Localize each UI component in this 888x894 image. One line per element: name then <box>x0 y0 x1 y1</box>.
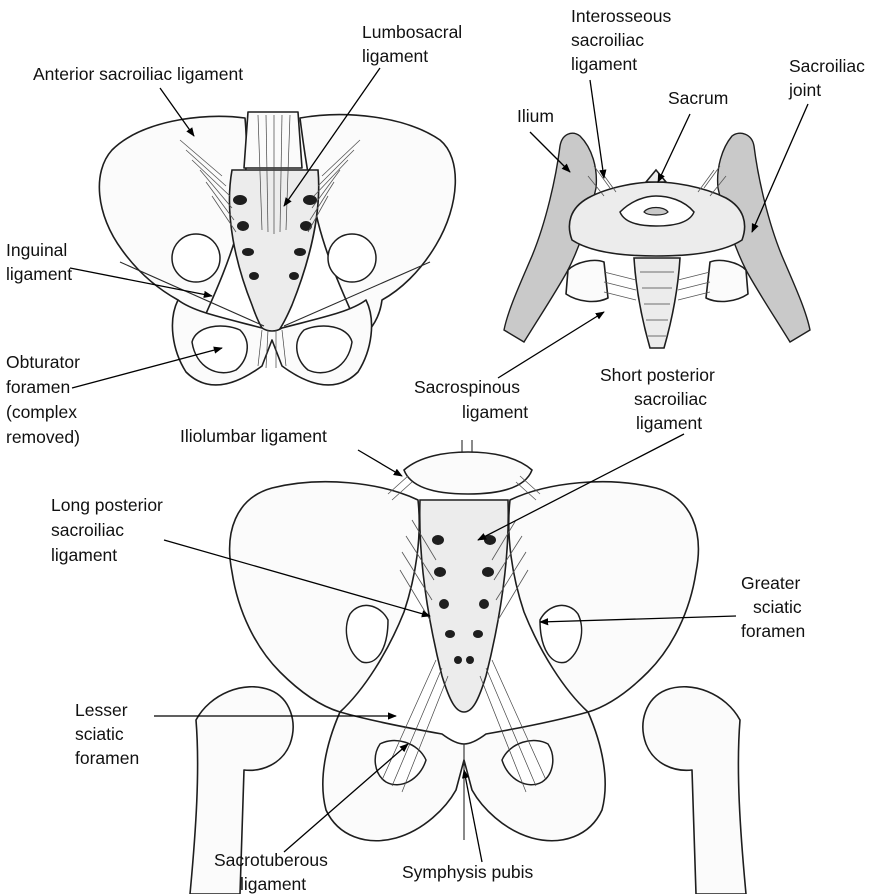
svg-text:Sacrospinous: Sacrospinous <box>414 377 520 397</box>
svg-text:Inguinal: Inguinal <box>6 240 67 260</box>
label-greater-sciatic-foramen: Greater sciatic foramen <box>741 573 805 641</box>
svg-text:ligament: ligament <box>462 402 528 422</box>
svg-text:sciatic: sciatic <box>75 724 124 744</box>
label-sacrospinous-ligament: Sacrospinous ligament <box>414 377 528 422</box>
svg-text:foramen: foramen <box>741 621 805 641</box>
svg-text:joint: joint <box>788 80 821 100</box>
svg-text:foramen: foramen <box>75 748 139 768</box>
sacroiliac-section-drawing <box>504 133 810 348</box>
svg-text:Sacroiliac: Sacroiliac <box>789 56 865 76</box>
svg-text:sciatic: sciatic <box>753 597 802 617</box>
svg-text:Sacrum: Sacrum <box>668 88 728 108</box>
label-symphysis-pubis: Symphysis pubis <box>402 862 534 882</box>
svg-text:removed): removed) <box>6 427 80 447</box>
svg-text:Lumbosacral: Lumbosacral <box>362 22 462 42</box>
label-iliolumbar-ligament: Iliolumbar ligament <box>180 426 327 446</box>
svg-text:Ilium: Ilium <box>517 106 554 126</box>
svg-text:Obturator: Obturator <box>6 352 80 372</box>
label-long-posterior-sacroiliac-ligament: Long posterior sacroiliac ligament <box>51 495 163 565</box>
svg-text:sacroiliac: sacroiliac <box>51 520 124 540</box>
posterior-pelvis-drawing <box>190 440 746 894</box>
label-obturator-foramen: Obturator foramen (complex removed) <box>6 352 80 447</box>
svg-text:sacroiliac: sacroiliac <box>634 389 707 409</box>
svg-text:foramen: foramen <box>6 377 70 397</box>
svg-text:Greater: Greater <box>741 573 800 593</box>
label-short-posterior-sacroiliac-ligament: Short posterior sacroiliac ligament <box>600 365 715 433</box>
label-sacrum: Sacrum <box>668 88 728 108</box>
svg-text:Sacrotuberous: Sacrotuberous <box>214 850 328 870</box>
svg-text:Iliolumbar ligament: Iliolumbar ligament <box>180 426 327 446</box>
svg-text:Interosseous: Interosseous <box>571 6 671 26</box>
anterior-pelvis-drawing <box>99 112 455 385</box>
label-anterior-sacroiliac-ligament: Anterior sacroiliac ligament <box>33 64 243 84</box>
label-lesser-sciatic-foramen: Lesser sciatic foramen <box>75 700 139 768</box>
arrow-sacroiliac-joint <box>752 104 808 232</box>
svg-text:ligament: ligament <box>6 264 72 284</box>
label-sacroiliac-joint: Sacroiliac joint <box>788 56 865 100</box>
label-ilium: Ilium <box>517 106 554 126</box>
label-inguinal-ligament: Inguinal ligament <box>6 240 72 284</box>
svg-text:ligament: ligament <box>240 874 306 894</box>
svg-text:Lesser: Lesser <box>75 700 128 720</box>
svg-text:Symphysis pubis: Symphysis pubis <box>402 862 534 882</box>
svg-text:(complex: (complex <box>6 402 77 422</box>
svg-text:ligament: ligament <box>362 46 428 66</box>
svg-text:Anterior sacroiliac ligament: Anterior sacroiliac ligament <box>33 64 243 84</box>
svg-text:ligament: ligament <box>636 413 702 433</box>
label-lumbosacral-ligament: Lumbosacral ligament <box>362 22 462 66</box>
svg-text:Short posterior: Short posterior <box>600 365 715 385</box>
svg-text:ligament: ligament <box>571 54 637 74</box>
arrow-iliolumbar <box>358 450 402 476</box>
svg-text:Long posterior: Long posterior <box>51 495 163 515</box>
svg-text:sacroiliac: sacroiliac <box>571 30 644 50</box>
svg-text:ligament: ligament <box>51 545 117 565</box>
label-interosseous-sacroiliac-ligament: Interosseous sacroiliac ligament <box>571 6 671 74</box>
arrow-sacrum <box>658 114 690 182</box>
